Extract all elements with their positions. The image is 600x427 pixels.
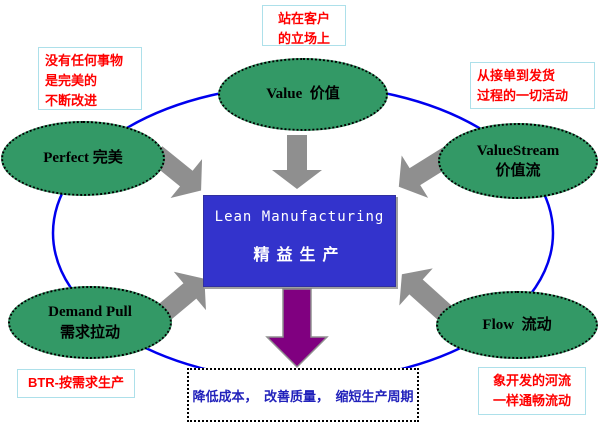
note-bottom-left-line1: BTR-按需求生产: [27, 375, 125, 390]
result-box: 降低成本， 改善质量， 缩短生产周期: [187, 368, 419, 422]
center-lean-manufacturing-box: Lean Manufacturing 精益生产: [203, 195, 396, 287]
center-to-result-arrow: [265, 288, 329, 369]
flow-to-center-arrow: [399, 268, 452, 321]
note-top-right-line2: 过程的一切活动: [477, 88, 569, 104]
ellipse-demand-pull-label-en: Demand Pull: [48, 304, 132, 321]
ellipse-demand-pull-label-cn: 需求拉动: [59, 324, 120, 341]
note-top-center-line2: 的立场上: [277, 31, 330, 47]
ellipse-value: Value 价值: [218, 58, 388, 131]
note-top-center: 站在客户 的立场上: [262, 5, 346, 46]
ellipse-perfect-label: Perfect 完美: [43, 150, 123, 167]
note-top-left: 没有任何事物 是完美的 不断改进: [38, 47, 142, 110]
center-box-title-en: Lean Manufacturing: [214, 209, 385, 225]
ellipse-flow: Flow 流动: [436, 291, 598, 359]
note-bottom-left: BTR-按需求生产: [17, 369, 135, 398]
ellipse-valuestream-label-en: ValueStream: [476, 142, 560, 159]
note-top-left-line3: 不断改进: [45, 93, 98, 109]
ellipse-value-label: Value 价值: [266, 86, 340, 103]
center-box-title-cn: 精益生产: [253, 245, 346, 264]
ellipse-demand-pull: Demand Pull 需求拉动: [8, 286, 172, 359]
note-bottom-right: 象开发的河流 一样通畅流动: [478, 367, 586, 415]
ellipse-flow-label: Flow 流动: [482, 316, 552, 333]
ellipse-perfect: Perfect 完美: [1, 121, 165, 196]
note-bottom-right-line2: 一样通畅流动: [492, 393, 571, 409]
note-top-right: 从接单到发货 过程的一切活动: [470, 62, 595, 109]
note-top-right-line1: 从接单到发货: [477, 68, 556, 83]
ellipse-valuestream: ValueStream 价值流: [438, 123, 598, 199]
value-to-center-arrow: [272, 135, 322, 189]
note-top-center-line1: 站在客户: [277, 11, 330, 26]
note-top-left-line1: 没有任何事物: [45, 53, 124, 68]
note-bottom-right-line1: 象开发的河流: [492, 373, 571, 388]
note-top-left-line2: 是完美的: [45, 73, 98, 89]
result-box-text: 降低成本， 改善质量， 缩短生产周期: [192, 388, 414, 404]
ellipse-valuestream-label-cn: 价值流: [495, 163, 541, 179]
